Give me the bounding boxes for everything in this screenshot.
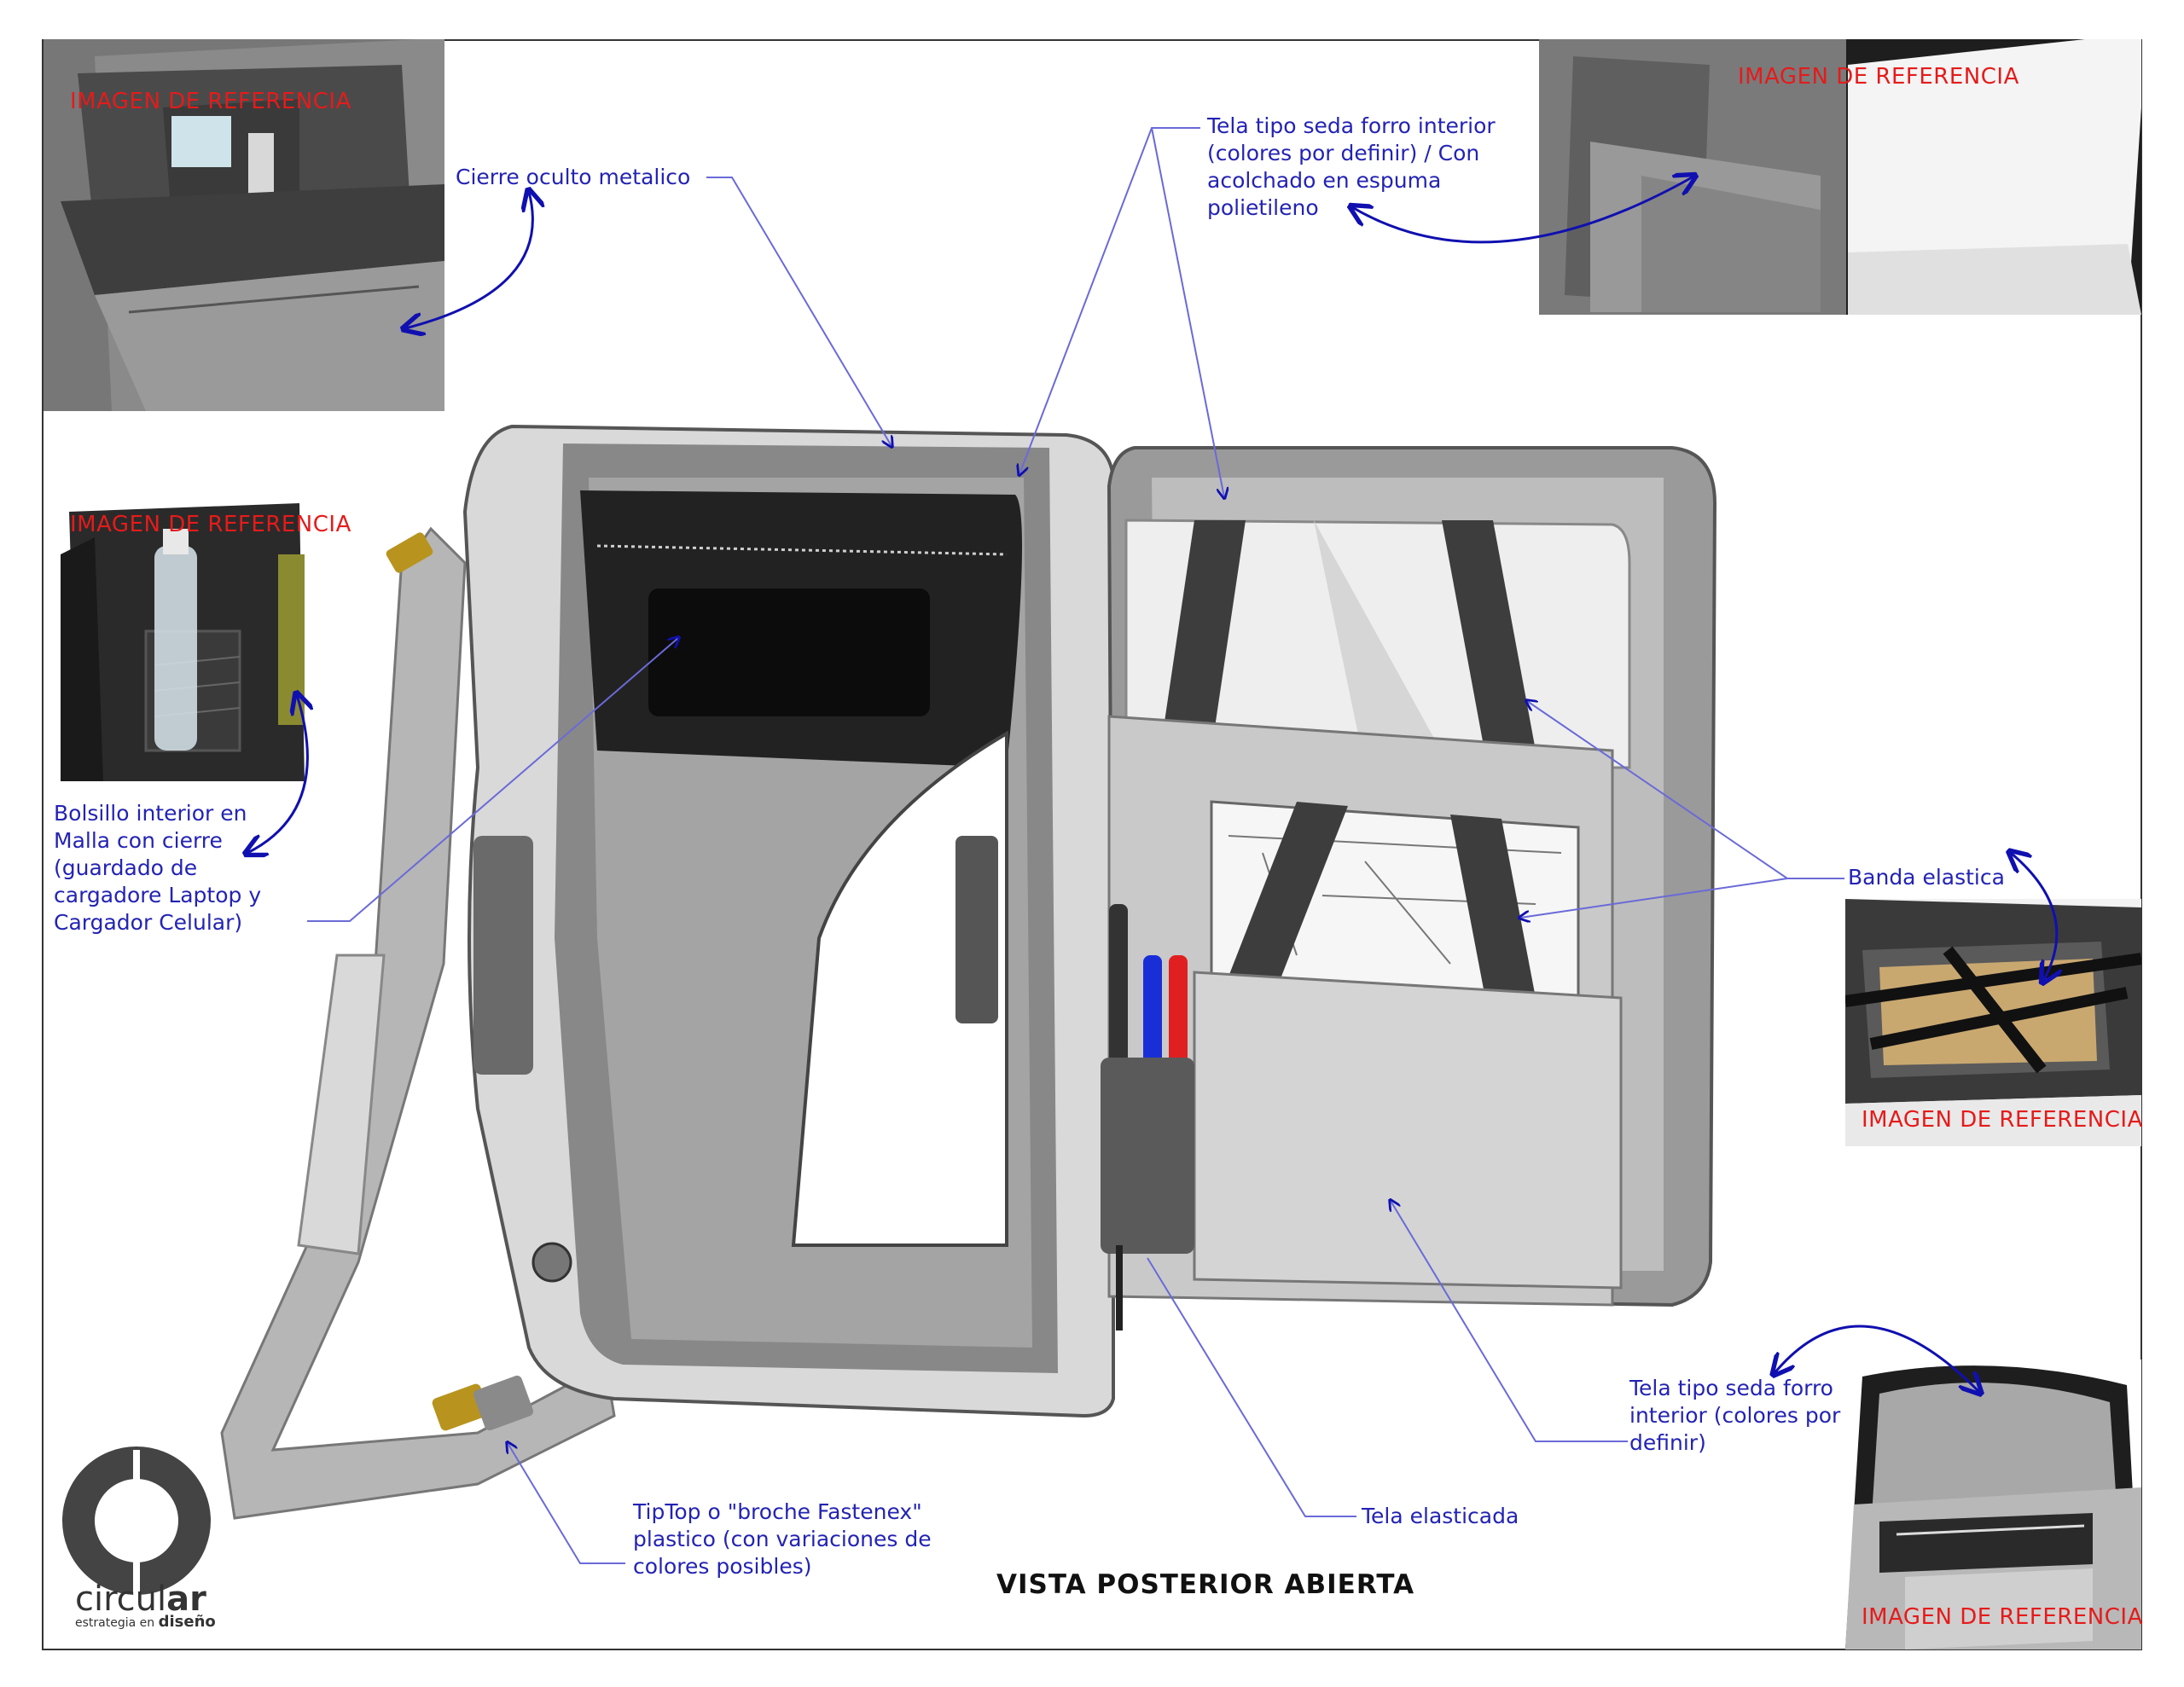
reference-label-mid-right: IMAGEN DE REFERENCIA bbox=[1862, 1107, 2143, 1133]
elastic-band bbox=[1442, 520, 1536, 751]
reference-label-top-right: IMAGEN DE REFERENCIA bbox=[1738, 64, 2019, 90]
reference-photo-mid-right bbox=[1845, 899, 2141, 1146]
reference-label-mid-left: IMAGEN DE REFERENCIA bbox=[70, 512, 351, 537]
reference-photo-bottom-right bbox=[1845, 1359, 2141, 1649]
pen-red bbox=[1169, 955, 1188, 1066]
logo-name: circular bbox=[75, 1580, 206, 1619]
annotation-tela-elasticada: Tela elasticada bbox=[1362, 1504, 1519, 1528]
logo-tagline: estrategia en diseño bbox=[75, 1613, 216, 1631]
annotation-banda-elastica: Banda elastica bbox=[1848, 865, 2005, 890]
page-title: VISTA POSTERIOR ABIERTA bbox=[996, 1569, 1415, 1600]
reference-label-top-left: IMAGEN DE REFERENCIA bbox=[70, 89, 351, 114]
reference-label-bottom-right: IMAGEN DE REFERENCIA bbox=[1862, 1604, 2143, 1630]
elastic-band bbox=[1160, 520, 1246, 751]
pen-black bbox=[1109, 904, 1128, 1075]
annotation-tiptop: TipTop o "broche Fastenex" plastico (con… bbox=[633, 1499, 932, 1579]
pen-blue bbox=[1143, 955, 1162, 1066]
pen-holder bbox=[1101, 1058, 1194, 1254]
annotation-tela-seda-bottom: Tela tipo seda forro interior (colores p… bbox=[1629, 1376, 1841, 1455]
reference-photo-top-right bbox=[1539, 39, 2141, 315]
annotation-bolsillo-interior: Bolsillo interior en Malla con cierre (g… bbox=[54, 801, 262, 935]
annotation-cierre-oculto: Cierre oculto metalico bbox=[456, 165, 691, 189]
annotation-tela-seda-top: Tela tipo seda forro interior (colores p… bbox=[1207, 113, 1496, 220]
